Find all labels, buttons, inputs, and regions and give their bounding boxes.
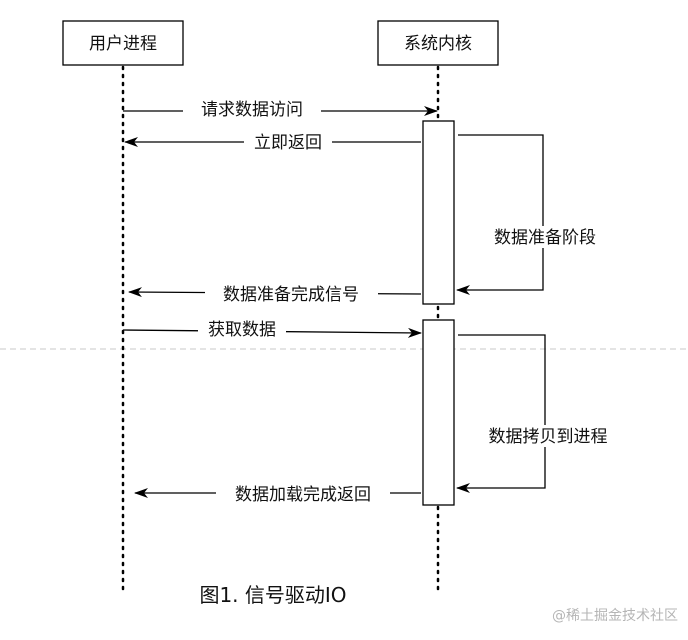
participant-kernel-label: 系统内核 bbox=[404, 34, 472, 54]
watermark: @稀土掘金技术社区 bbox=[552, 608, 678, 624]
activation-prepare bbox=[422, 120, 455, 305]
message-ready-signal: 数据准备完成信号 bbox=[128, 283, 422, 305]
message-return-now-label: 立即返回 bbox=[254, 133, 322, 153]
participant-user: 用户进程 bbox=[62, 20, 184, 66]
phase-copy-label: 数据拷贝到进程 bbox=[489, 427, 608, 447]
message-request-label: 请求数据访问 bbox=[201, 100, 303, 120]
phase-copy: 数据拷贝到进程 bbox=[456, 334, 622, 493]
message-request: 请求数据访问 bbox=[123, 98, 438, 120]
message-fetch: 获取数据 bbox=[122, 318, 422, 340]
figure-caption: 图1. 信号驱动IO bbox=[199, 583, 346, 607]
message-fetch-label: 获取数据 bbox=[208, 320, 276, 340]
message-ready-signal-label: 数据准备完成信号 bbox=[223, 285, 359, 305]
participant-kernel: 系统内核 bbox=[377, 20, 499, 66]
participant-user-label: 用户进程 bbox=[89, 34, 157, 54]
phase-prepare: 数据准备阶段 bbox=[456, 134, 608, 295]
phase-prepare-label: 数据准备阶段 bbox=[494, 228, 596, 248]
activation-copy bbox=[422, 319, 455, 506]
message-copy-done: 数据加载完成返回 bbox=[134, 482, 421, 505]
message-return-now: 立即返回 bbox=[124, 129, 421, 153]
message-copy-done-label: 数据加载完成返回 bbox=[235, 485, 371, 505]
